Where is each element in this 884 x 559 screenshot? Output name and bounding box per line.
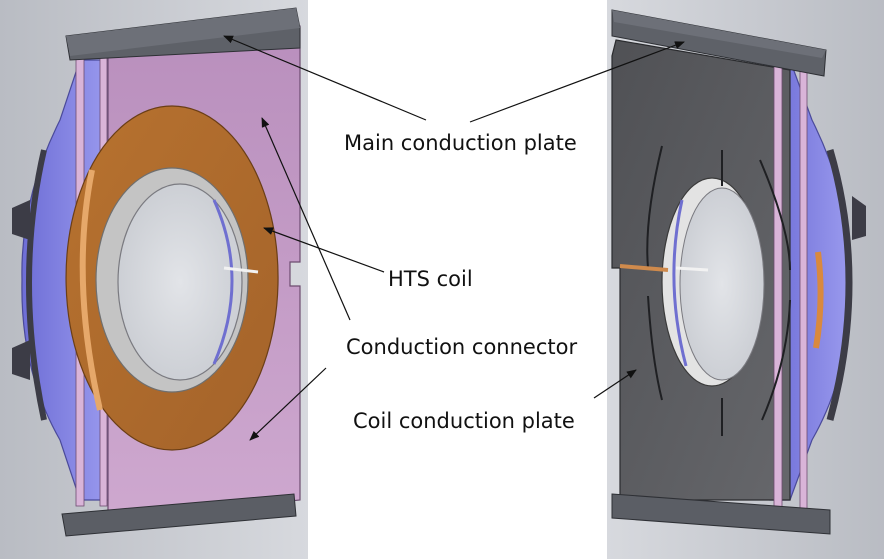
right-assembly	[607, 0, 884, 559]
right-bottom-clamp-bar	[611, 493, 831, 535]
right-plate-slots	[646, 145, 791, 436]
right-top-clamp-face	[612, 10, 826, 58]
left-coil-edge	[79, 169, 103, 411]
leader-connector-lower	[249, 367, 327, 441]
left-bottom-clamp-bar	[61, 493, 297, 537]
right-rod-b	[799, 55, 808, 517]
left-frame-tab-lower	[12, 340, 30, 380]
right-frame-rim	[826, 149, 853, 421]
right-copper-seam	[619, 264, 669, 272]
left-frame-tab-upper	[12, 200, 30, 240]
left-ring-gap	[223, 266, 259, 274]
leader-hts-coil	[263, 227, 385, 273]
right-frame-tab	[852, 196, 866, 240]
right-coil-edge	[813, 251, 824, 349]
leader-main-plate-left	[223, 35, 427, 121]
label-coil-conduction-plate: Coil conduction plate	[353, 409, 575, 433]
right-rod-a	[773, 55, 783, 517]
left-bore	[117, 183, 243, 381]
leader-coil-plate	[593, 369, 637, 399]
label-conduction-connector: Conduction connector	[346, 335, 577, 359]
left-frame-rim	[26, 149, 47, 421]
label-main-conduction-plate: Main conduction plate	[344, 131, 577, 155]
leader-lines	[223, 35, 685, 441]
right-bore-inner-lip	[672, 199, 688, 367]
right-bore	[679, 187, 765, 381]
leader-main-plate-right	[469, 41, 685, 123]
left-top-clamp-face	[66, 8, 300, 56]
leader-connector-upper	[261, 117, 351, 321]
left-assembly	[0, 0, 308, 559]
left-bore-inner-lip	[212, 199, 234, 365]
label-hts-coil: HTS coil	[388, 267, 473, 291]
right-ring-gap	[675, 266, 709, 272]
